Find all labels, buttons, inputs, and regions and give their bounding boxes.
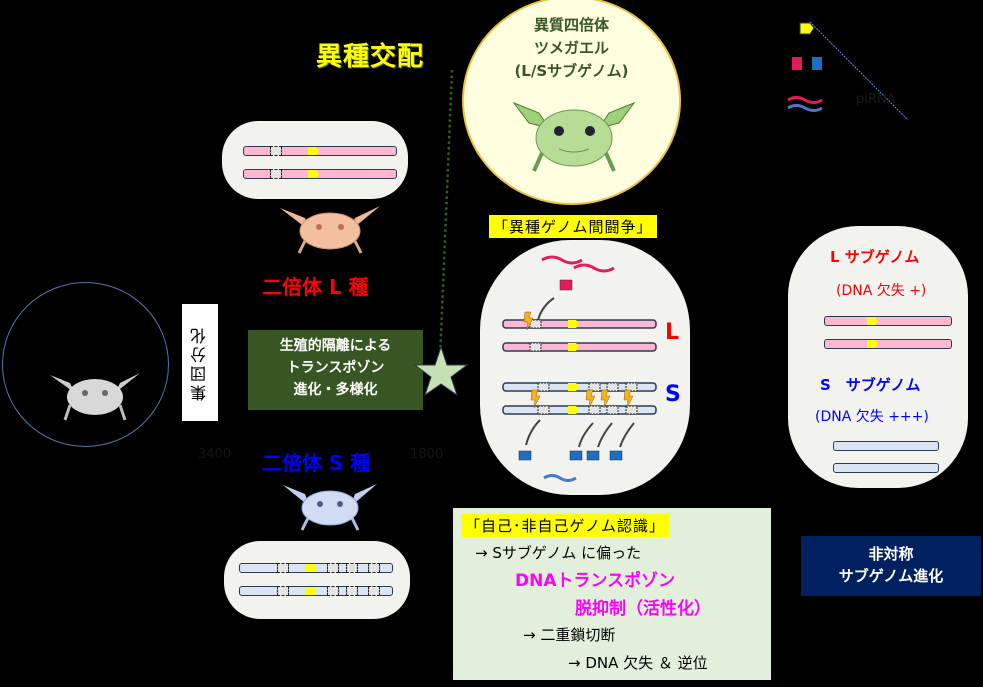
genome-recognition-tag: 「自己･非自己ゲノム認識」: [461, 514, 670, 537]
conflict-L-label: L: [665, 320, 680, 345]
recognition-line1: → Sサブゲノム に偏った: [475, 544, 642, 562]
S-subgenome-deletion: (DNA 欠失 +++): [815, 409, 929, 425]
diploid-S-label: 二倍体 S 種: [262, 451, 371, 475]
isolation-line3: 進化・多様化: [293, 382, 378, 398]
asymmetric-evolution-box: 非対称 サブゲノム進化: [801, 536, 981, 596]
recognition-line5: → DNA 欠失 ＆ 逆位: [568, 654, 708, 672]
dotted-connector: [438, 69, 454, 361]
asymmetric-line2: サブゲノム進化: [838, 567, 944, 585]
genome-conflict-box: [480, 240, 690, 495]
subgenome-result-box: L サブゲノム (DNA 欠失 +) S サブゲノム (DNA 欠失 +++): [788, 226, 968, 488]
diploid-S-chromosome-box: [224, 541, 410, 619]
legend: [787, 21, 909, 121]
L-subgenome-deletion: (DNA 欠失 +): [836, 283, 927, 299]
recognition-line2: DNAトランスポゾン: [515, 571, 676, 591]
recognition-line4: → 二重鎖切断: [523, 626, 616, 644]
allotetraploid-line3: (L/Sサブゲノム): [514, 62, 629, 80]
pirna-blue-icon: [787, 104, 823, 112]
star-icon: [413, 345, 469, 397]
ancestor-circle: [2, 282, 169, 447]
chromosome-L-result-1: [824, 316, 952, 326]
L-subgenome-title: L サブゲノム: [830, 248, 920, 266]
dna-fragment-red-icon: [792, 57, 802, 70]
allotetraploid-line2: ツメガエル: [533, 39, 609, 57]
chromosome-L-1: [243, 145, 397, 156]
genome-recognition-box: 「自己･非自己ゲノム認識」 → Sサブゲノム に偏った DNAトランスポゾン 脱…: [453, 508, 771, 680]
allotetraploid-line1: 異質四倍体: [533, 16, 609, 34]
reproductive-isolation-box: 生殖的隔離による トランスポゾン 進化・多様化: [248, 330, 423, 410]
population-divergence-label: 集団分化: [190, 324, 209, 401]
population-divergence-label-box: 集団分化: [182, 304, 218, 421]
diploid-L-chromosome-box: [222, 121, 408, 199]
blue-frog-icon: [283, 484, 377, 531]
S-subgenome-title: S サブゲノム: [820, 376, 921, 394]
chromosome-S-result-1: [833, 441, 939, 451]
asymmetric-line1: 非対称: [868, 545, 914, 563]
genome-conflict-tag: 「異種ゲノム間闘争」: [489, 215, 657, 238]
chromosome-L-2: [243, 168, 397, 179]
gray-frog-icon: [50, 373, 140, 421]
hybridization-title: 異種交配: [316, 42, 425, 72]
conflict-S-label: S: [665, 382, 681, 407]
green-frog-icon: [512, 101, 636, 172]
recognition-line3: 脱抑制（活性化）: [575, 599, 711, 619]
chromosome-S-2: [239, 585, 393, 596]
diploid-S-left-number: 3400: [198, 447, 232, 462]
dna-fragment-blue-icon: [812, 57, 822, 70]
allotetraploid-circle: 異質四倍体 ツメガエル (L/Sサブゲノム): [462, 0, 681, 205]
legend-pirna-label: piRNA: [856, 92, 896, 107]
diploid-L-label: 二倍体 L 種: [262, 275, 369, 299]
chromosome-L-result-2: [824, 339, 952, 349]
chromosome-S-1: [239, 562, 393, 573]
peach-frog-icon: [280, 206, 380, 254]
transposon-icon: [799, 22, 815, 35]
isolation-line1: 生殖的隔離による: [279, 338, 392, 354]
pirna-red-icon: [787, 96, 823, 104]
diploid-S-right-number: 1800: [410, 447, 444, 462]
chromosome-S-result-2: [833, 463, 939, 473]
isolation-line2: トランスポゾン: [286, 360, 385, 376]
conflict-diagram: [502, 255, 657, 482]
